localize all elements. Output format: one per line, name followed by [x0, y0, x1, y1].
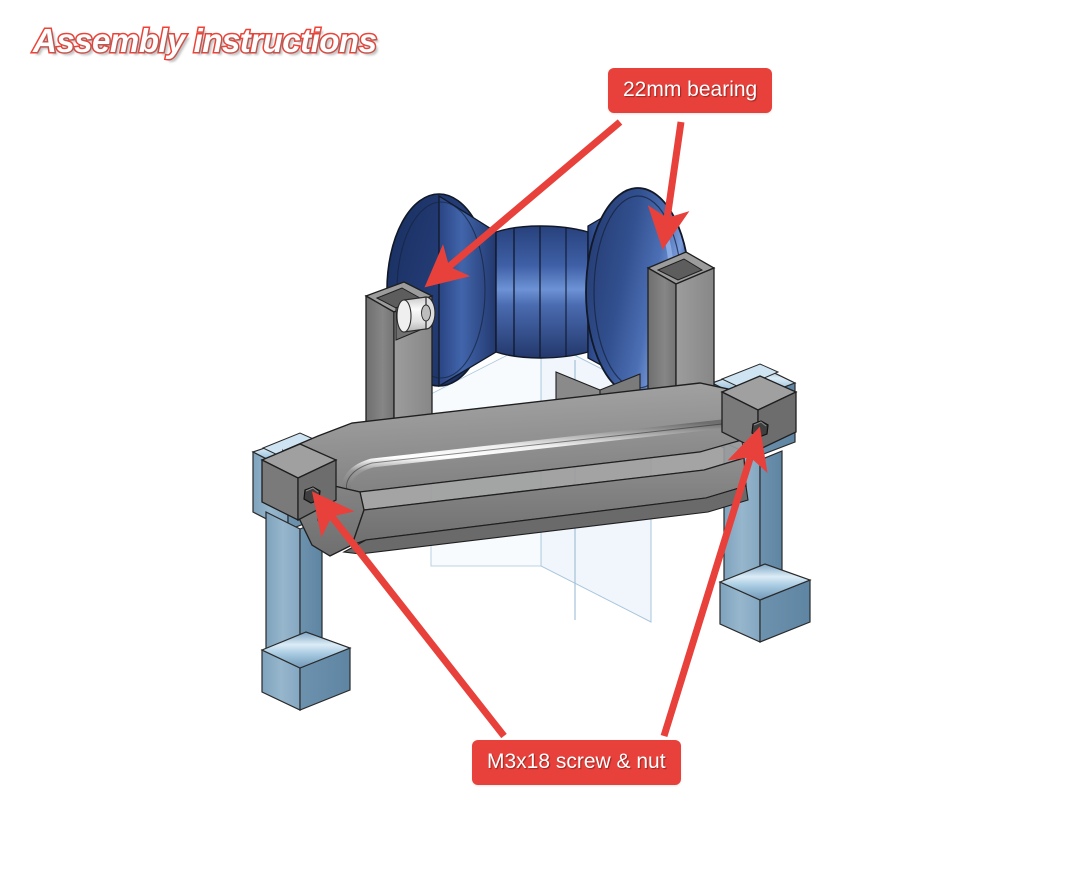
bearing	[396, 296, 436, 333]
callout-label-bearing: 22mm bearing	[608, 68, 773, 113]
callout-label-screw: M3x18 screw & nut	[472, 740, 681, 785]
hex-nut-right	[751, 420, 769, 438]
page-title: Assembly instructions	[31, 21, 378, 61]
